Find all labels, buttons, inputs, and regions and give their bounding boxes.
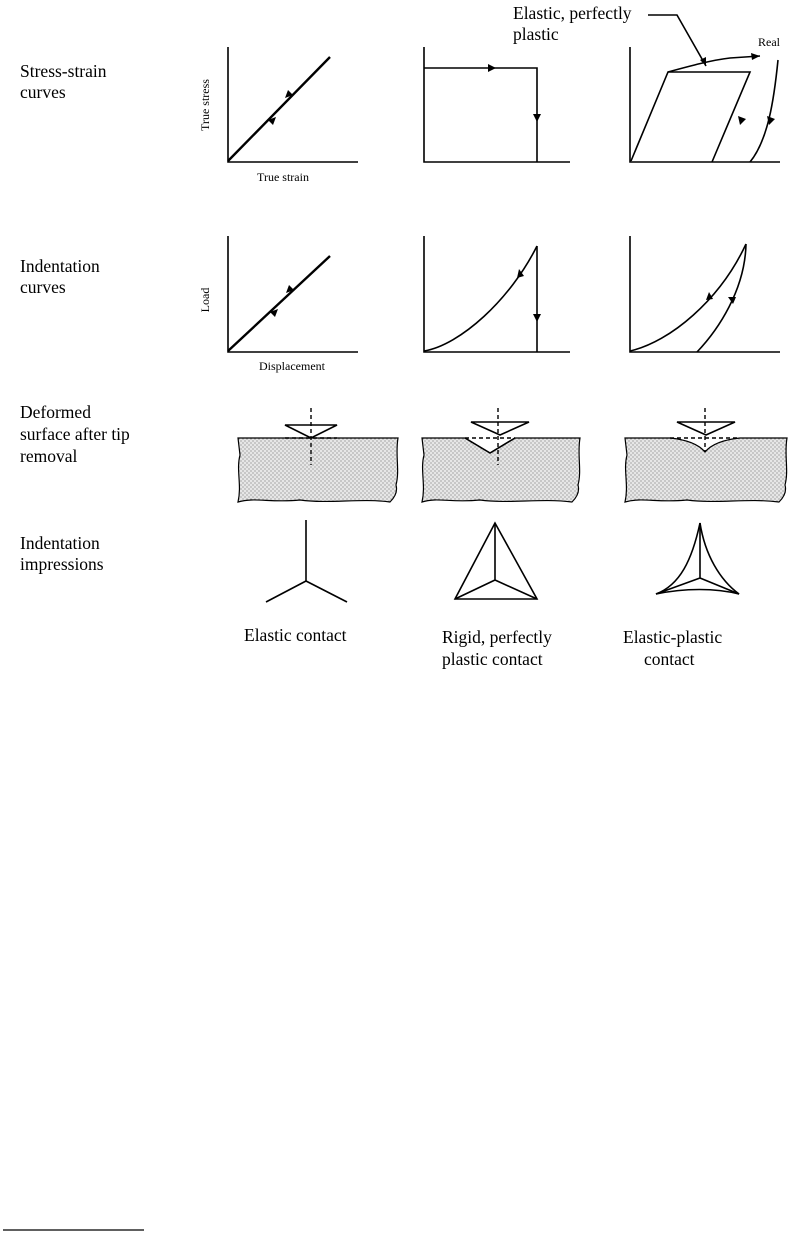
surface-elastic xyxy=(238,408,398,502)
row-label-indentation-curves: Indentation curves xyxy=(20,256,100,297)
arrow-right xyxy=(751,53,760,60)
row-label-line: impressions xyxy=(20,554,104,574)
row-label-line: Indentation xyxy=(20,256,100,276)
axes xyxy=(228,236,358,352)
unloading-curve xyxy=(697,244,746,352)
impression-line xyxy=(266,581,306,602)
callout-elastic-perfectly-plastic: Elastic, perfectly plastic xyxy=(513,3,632,44)
impression-rigid-plastic xyxy=(455,523,537,599)
column-label-line: Rigid, perfectly xyxy=(442,627,552,647)
axes xyxy=(630,236,780,352)
indenter-tip xyxy=(677,422,735,435)
callout-line: Elastic, perfectly xyxy=(513,3,632,23)
indentation-elastic: Load Displacement xyxy=(198,236,358,373)
indentation-rigid-plastic xyxy=(424,236,570,352)
surface-elastic-plastic xyxy=(625,408,787,502)
impression-elastic-plastic xyxy=(656,523,739,594)
elastic-load-line xyxy=(228,256,330,351)
column-label-line: plastic contact xyxy=(442,649,543,669)
elastic-line xyxy=(228,57,330,161)
column-label-line: contact xyxy=(644,649,695,669)
column-label-line: Elastic-plastic xyxy=(623,627,722,647)
rigid-plastic-curve xyxy=(424,68,537,162)
column-label-line: Elastic contact xyxy=(244,625,347,645)
arrow-down xyxy=(533,114,541,122)
impression-triangle xyxy=(455,523,537,599)
axes xyxy=(228,47,358,162)
row-label-line: Deformed xyxy=(20,402,91,422)
row-label-line: curves xyxy=(20,82,66,102)
column-label-elastic: Elastic contact xyxy=(244,625,347,645)
row-label-line: surface after tip xyxy=(20,424,130,444)
column-label-rigid: Rigid, perfectly plastic contact xyxy=(442,627,552,669)
x-axis-label: Displacement xyxy=(259,359,326,373)
y-axis-label: True stress xyxy=(198,79,212,131)
arrow-down xyxy=(728,297,736,304)
elastic-perfectly-plastic-curve xyxy=(631,72,750,162)
y-axis-label: Load xyxy=(198,288,212,313)
impression-elastic xyxy=(266,520,347,602)
row-label-line: curves xyxy=(20,277,66,297)
material-block xyxy=(625,438,787,502)
stress-strain-elastic: True stress True strain xyxy=(198,47,358,184)
row-label-impressions: Indentation impressions xyxy=(20,533,104,574)
callout-leader xyxy=(648,15,706,66)
loading-curve xyxy=(424,246,537,351)
impression-pincushion xyxy=(656,523,739,594)
impression-line xyxy=(306,581,347,602)
arrow-down xyxy=(738,116,746,125)
arrow-right xyxy=(488,64,496,72)
real-unloading-curve xyxy=(750,60,778,162)
impression-edges xyxy=(455,523,537,599)
real-loading-curve xyxy=(668,56,760,72)
x-axis-label: True strain xyxy=(257,170,309,184)
callout-line: plastic xyxy=(513,24,559,44)
material-block xyxy=(238,438,398,502)
stress-strain-elastic-plastic: Real xyxy=(630,15,781,162)
indenter-tip xyxy=(471,422,529,435)
row-label-line: Indentation xyxy=(20,533,100,553)
row-label-stress-strain: Stress-strain curves xyxy=(20,61,107,102)
column-label-elastic-plastic: Elastic-plastic contact xyxy=(623,627,722,669)
row-label-line: Stress-strain xyxy=(20,61,107,81)
real-label: Real xyxy=(758,35,781,49)
row-label-line: removal xyxy=(20,446,77,466)
row-label-deformed-surface: Deformed surface after tip removal xyxy=(20,402,130,466)
arrow-down xyxy=(533,314,541,322)
surface-rigid-plastic xyxy=(422,408,580,502)
axes xyxy=(424,47,570,162)
stress-strain-rigid-plastic xyxy=(424,47,570,162)
axes xyxy=(424,236,570,352)
indentation-elastic-plastic xyxy=(630,236,780,352)
material-block xyxy=(422,438,580,502)
